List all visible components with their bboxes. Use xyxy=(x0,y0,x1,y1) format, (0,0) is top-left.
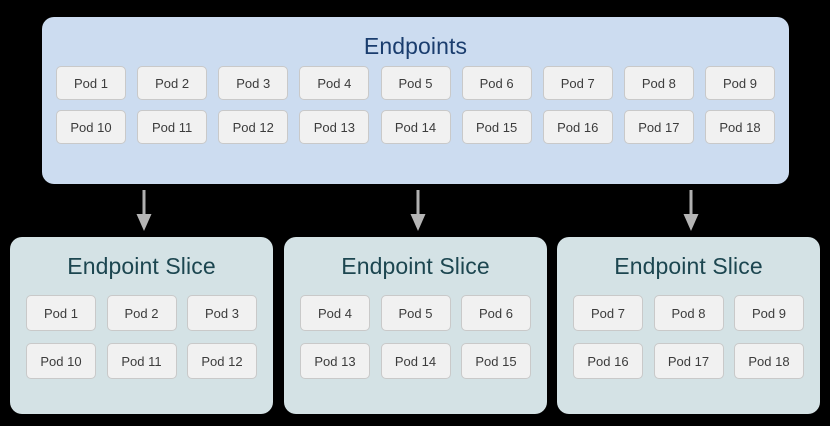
endpoint-slice-pod-row-1: Pod 1 Pod 2 Pod 3 xyxy=(26,295,257,331)
endpoints-pod-row-1: Pod 1 Pod 2 Pod 3 Pod 4 Pod 5 Pod 6 Pod … xyxy=(56,66,775,100)
pod-chip[interactable]: Pod 8 xyxy=(653,295,724,331)
pod-chip[interactable]: Pod 1 xyxy=(26,295,96,331)
pod-chip[interactable]: Pod 16 xyxy=(542,110,613,144)
pod-chip[interactable]: Pod 15 xyxy=(461,110,532,144)
pod-chip[interactable]: Pod 14 xyxy=(380,343,451,379)
pod-chip[interactable]: Pod 11 xyxy=(137,110,208,144)
endpoint-slice-pod-row-1: Pod 4 Pod 5 Pod 6 xyxy=(300,295,531,331)
pod-chip[interactable]: Pod 8 xyxy=(623,66,694,100)
pod-chip[interactable]: Pod 18 xyxy=(734,343,804,379)
endpoint-slice-title: Endpoint Slice xyxy=(614,253,763,279)
pod-chip[interactable]: Pod 5 xyxy=(380,295,451,331)
pod-chip[interactable]: Pod 4 xyxy=(300,295,370,331)
endpoint-slice-pod-grid: Pod 7 Pod 8 Pod 9 Pod 16 Pod 17 Pod 18 xyxy=(573,295,804,379)
pod-chip[interactable]: Pod 5 xyxy=(380,66,451,100)
endpoints-pod-row-2: Pod 10 Pod 11 Pod 12 Pod 13 Pod 14 Pod 1… xyxy=(56,110,775,144)
endpoint-slice-pod-row-1: Pod 7 Pod 8 Pod 9 xyxy=(573,295,804,331)
pod-chip[interactable]: Pod 17 xyxy=(623,110,694,144)
endpoint-slice-title: Endpoint Slice xyxy=(67,253,216,279)
pod-chip[interactable]: Pod 16 xyxy=(573,343,643,379)
pod-chip[interactable]: Pod 3 xyxy=(218,66,289,100)
arrow-down-icon xyxy=(407,190,429,232)
pod-chip[interactable]: Pod 12 xyxy=(187,343,257,379)
endpoints-pod-grid: Pod 1 Pod 2 Pod 3 Pod 4 Pod 5 Pod 6 Pod … xyxy=(56,66,775,144)
endpoint-slice-pod-grid: Pod 1 Pod 2 Pod 3 Pod 10 Pod 11 Pod 12 xyxy=(26,295,257,379)
endpoint-slice-title: Endpoint Slice xyxy=(341,253,490,279)
endpoints-title: Endpoints xyxy=(363,33,468,59)
pod-chip[interactable]: Pod 13 xyxy=(299,110,370,144)
pod-chip[interactable]: Pod 3 xyxy=(187,295,257,331)
pod-chip[interactable]: Pod 2 xyxy=(137,66,208,100)
pod-chip[interactable]: Pod 7 xyxy=(542,66,613,100)
endpoint-slice-pod-row-2: Pod 10 Pod 11 Pod 12 xyxy=(26,343,257,379)
pod-chip[interactable]: Pod 2 xyxy=(106,295,177,331)
pod-chip[interactable]: Pod 10 xyxy=(56,110,126,144)
pod-chip[interactable]: Pod 13 xyxy=(300,343,370,379)
pod-chip[interactable]: Pod 17 xyxy=(653,343,724,379)
arrow-down-icon xyxy=(680,190,702,232)
pod-chip[interactable]: Pod 9 xyxy=(734,295,804,331)
pod-chip[interactable]: Pod 14 xyxy=(380,110,451,144)
pod-chip[interactable]: Pod 7 xyxy=(573,295,643,331)
pod-chip[interactable]: Pod 11 xyxy=(106,343,177,379)
pod-chip[interactable]: Pod 15 xyxy=(461,343,531,379)
pod-chip[interactable]: Pod 18 xyxy=(705,110,775,144)
pod-chip[interactable]: Pod 1 xyxy=(56,66,126,100)
endpoint-slice-container-1: Endpoint Slice Pod 1 Pod 2 Pod 3 Pod 10 … xyxy=(10,237,273,414)
pod-chip[interactable]: Pod 9 xyxy=(705,66,775,100)
arrow-down-icon xyxy=(133,190,155,232)
endpoint-slice-container-3: Endpoint Slice Pod 7 Pod 8 Pod 9 Pod 16 … xyxy=(557,237,820,414)
pod-chip[interactable]: Pod 12 xyxy=(218,110,289,144)
endpoint-slice-pod-row-2: Pod 16 Pod 17 Pod 18 xyxy=(573,343,804,379)
endpoints-container: Endpoints Pod 1 Pod 2 Pod 3 Pod 4 Pod 5 … xyxy=(42,17,789,184)
pod-chip[interactable]: Pod 10 xyxy=(26,343,96,379)
endpoint-slice-pod-row-2: Pod 13 Pod 14 Pod 15 xyxy=(300,343,531,379)
pod-chip[interactable]: Pod 6 xyxy=(461,295,531,331)
pod-chip[interactable]: Pod 6 xyxy=(461,66,532,100)
pod-chip[interactable]: Pod 4 xyxy=(299,66,370,100)
endpoint-slice-pod-grid: Pod 4 Pod 5 Pod 6 Pod 13 Pod 14 Pod 15 xyxy=(300,295,531,379)
endpoint-slice-container-2: Endpoint Slice Pod 4 Pod 5 Pod 6 Pod 13 … xyxy=(284,237,547,414)
